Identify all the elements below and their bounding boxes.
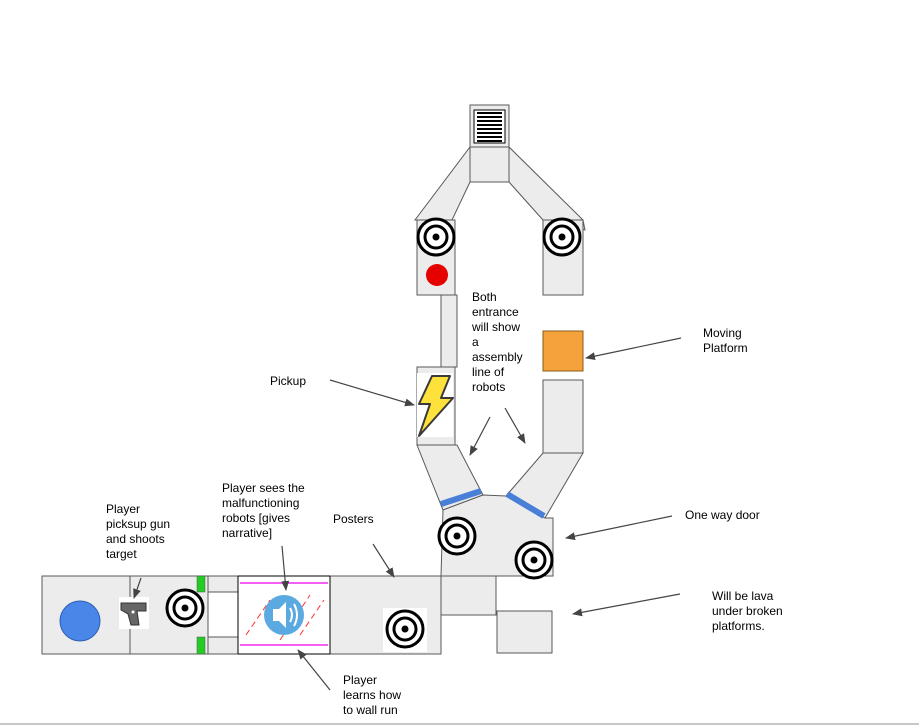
right-diagonal-arm bbox=[508, 145, 586, 231]
arrow-pickup bbox=[329, 379, 415, 407]
lightning-bolt-icon bbox=[417, 373, 454, 437]
arrow-one-way-door bbox=[565, 515, 673, 541]
label-pickup: Pickup bbox=[270, 374, 307, 388]
arrow-posters bbox=[372, 543, 395, 578]
target-icon bbox=[165, 588, 205, 628]
arrow-entrance-left bbox=[469, 416, 491, 456]
top-junction bbox=[469, 146, 510, 183]
one-way-door-left bbox=[440, 488, 482, 507]
label-lava: Will be lava under broken platforms. bbox=[712, 589, 783, 633]
label-one-way-door: One way door bbox=[685, 508, 760, 522]
target-icon bbox=[416, 217, 456, 257]
broken-platform-1 bbox=[440, 575, 497, 616]
target-icon bbox=[437, 516, 477, 556]
arrow-gun bbox=[133, 577, 142, 599]
left-narrow-corridor bbox=[440, 294, 458, 368]
arrow-moving-platform bbox=[585, 337, 682, 361]
annotation-arrows bbox=[133, 337, 682, 691]
arrow-malfunctioning-robots bbox=[281, 545, 290, 591]
left-diagonal-arm bbox=[413, 145, 471, 221]
label-posters: Posters bbox=[333, 512, 374, 526]
red-button-icon bbox=[426, 264, 448, 286]
gun-room-ledge-top bbox=[207, 575, 239, 593]
arrow-entrance-right bbox=[504, 407, 526, 444]
green-marker-top bbox=[196, 575, 206, 593]
hazard-lines bbox=[245, 594, 325, 641]
broken-platform-2 bbox=[496, 610, 553, 654]
target-icon bbox=[542, 217, 582, 257]
gun-room-ledge-bottom bbox=[207, 636, 239, 655]
label-player-pickup-gun: Player picksup gun and shoots target bbox=[106, 502, 171, 561]
label-moving-platform: Moving Platform bbox=[703, 326, 748, 355]
moving-platform bbox=[542, 330, 584, 372]
player-marker-icon bbox=[59, 600, 101, 642]
right-lower-room bbox=[542, 379, 584, 454]
gun-icon bbox=[119, 597, 149, 629]
label-player-sees-robots: Player sees the malfunctioning robots [g… bbox=[222, 481, 305, 540]
arrow-wall-run bbox=[297, 649, 331, 691]
label-wall-run: Player learns how to wall run bbox=[343, 673, 402, 717]
green-marker-bottom bbox=[196, 636, 206, 655]
target-poster-icon bbox=[383, 608, 427, 652]
vent-grille-icon bbox=[473, 109, 506, 144]
one-way-door-right bbox=[505, 491, 546, 519]
target-icon bbox=[514, 540, 554, 580]
speaker-icon bbox=[264, 595, 304, 635]
label-both-entrance: Both entrance will show a assembly line … bbox=[472, 290, 523, 394]
divider bbox=[0, 723, 919, 725]
arrow-lava bbox=[572, 593, 681, 617]
